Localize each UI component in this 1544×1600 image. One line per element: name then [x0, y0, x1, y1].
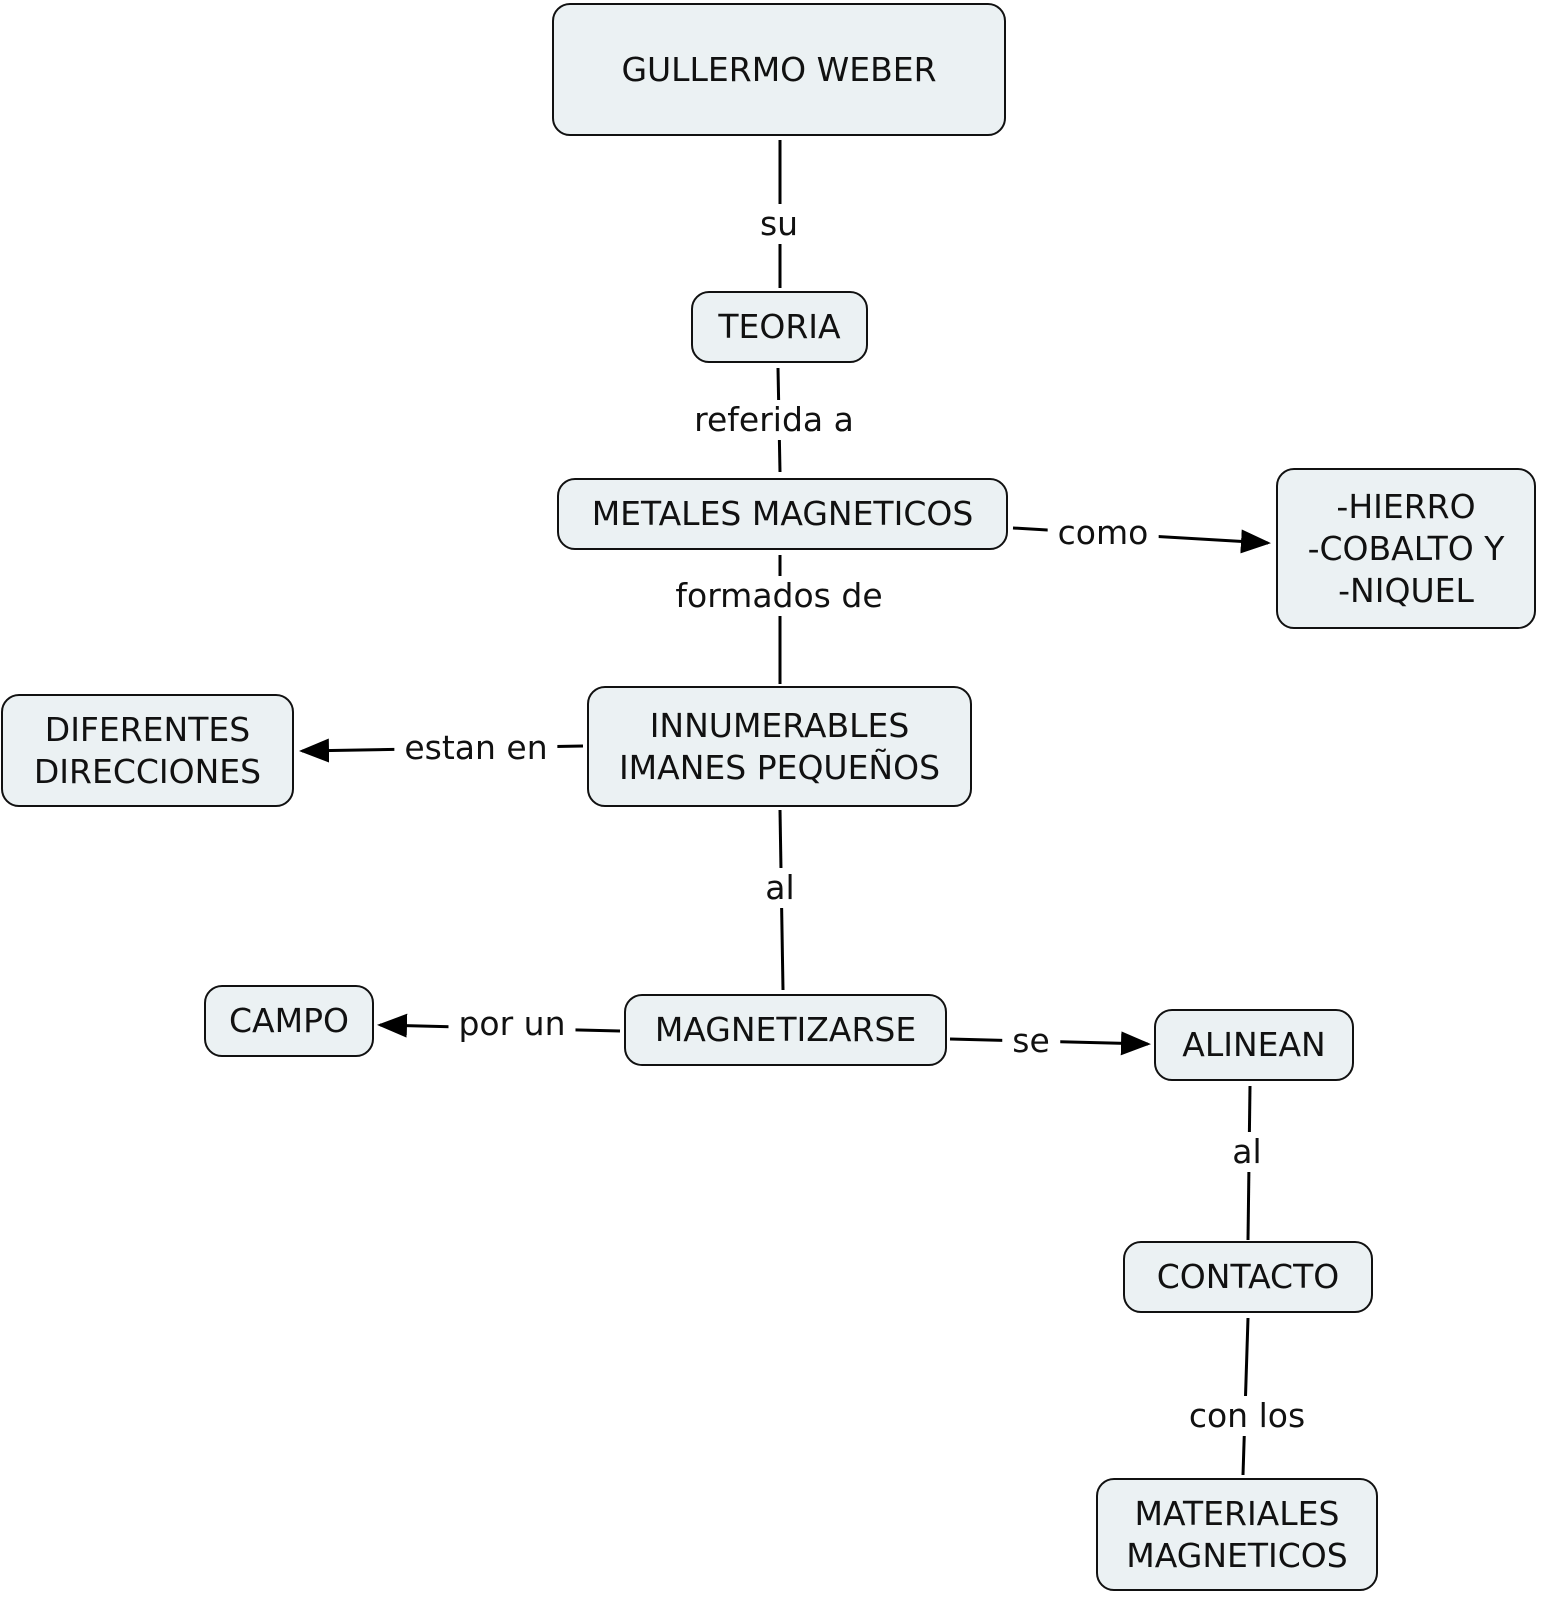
label-su: su [749, 204, 809, 244]
node-gullermo-weber: GULLERMO WEBER [552, 3, 1006, 136]
node-hierro-cobalto-niquel: -HIERRO -COBALTO Y -NIQUEL [1276, 468, 1536, 629]
label-con-los: con los [1178, 1396, 1316, 1436]
node-contacto: CONTACTO [1123, 1241, 1373, 1313]
node-diferentes-direcciones: DIFERENTES DIRECCIONES [1, 694, 294, 807]
label-al-2: al [1222, 1132, 1272, 1172]
label-estan-en: estan en [394, 728, 558, 768]
label-como: como [1047, 513, 1159, 553]
node-alinean: ALINEAN [1154, 1009, 1354, 1081]
node-materiales-magneticos: MATERIALES MAGNETICOS [1096, 1478, 1378, 1591]
label-por-un: por un [448, 1004, 576, 1044]
node-campo: CAMPO [204, 985, 374, 1057]
label-al-1: al [755, 868, 805, 908]
node-magnetizarse: MAGNETIZARSE [624, 994, 947, 1066]
label-se: se [1002, 1021, 1060, 1061]
node-teoria: TEORIA [691, 291, 868, 363]
node-metales-magneticos: METALES MAGNETICOS [557, 478, 1008, 550]
label-referida-a: referida a [684, 400, 864, 440]
node-innumerables-imanes: INNUMERABLES IMANES PEQUEÑOS [587, 686, 972, 807]
label-formados-de: formados de [665, 576, 893, 616]
